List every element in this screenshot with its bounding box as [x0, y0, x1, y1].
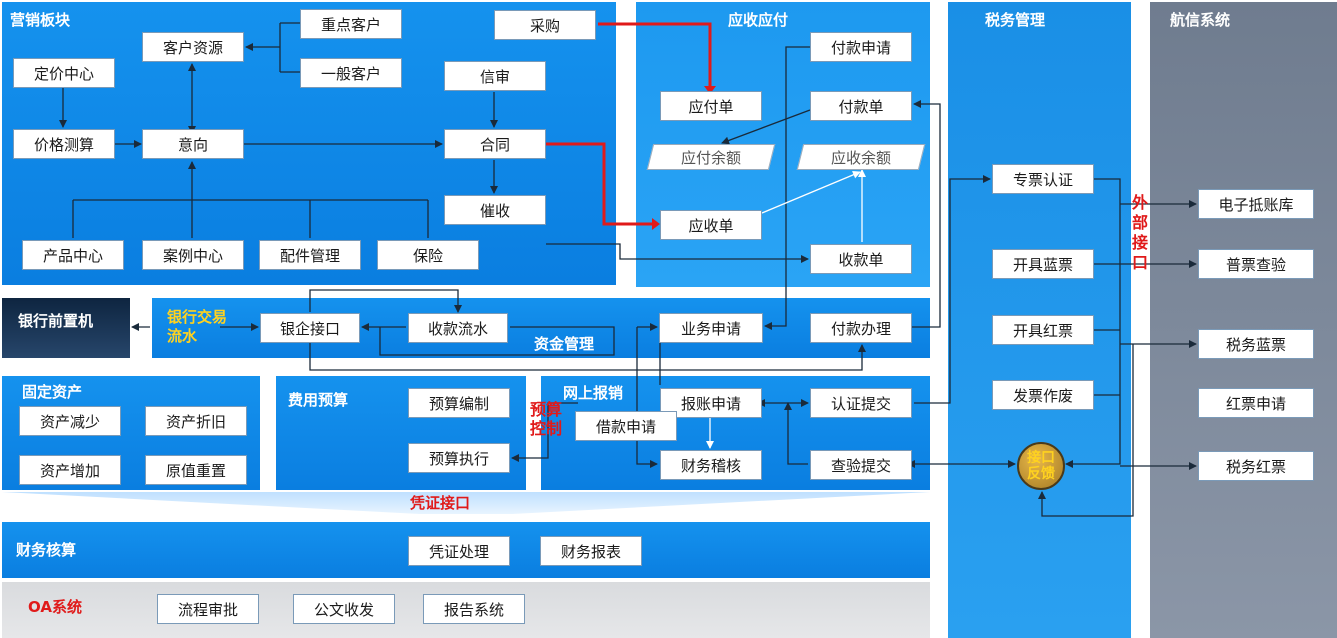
asset-revalue-box[interactable]: 原值重置 [145, 455, 247, 485]
payable-balance-label: 应付余额 [680, 148, 741, 167]
payment-request-box[interactable]: 付款申请 [810, 32, 912, 62]
verify-submit-box[interactable]: 查验提交 [810, 450, 912, 480]
customer-resource-box[interactable]: 客户资源 [142, 32, 244, 62]
e-deduct-box[interactable]: 电子抵账库 [1198, 189, 1314, 219]
collection-box[interactable]: 催收 [444, 195, 546, 225]
receivable-box[interactable]: 应收单 [660, 210, 762, 240]
hangxin-panel [1150, 2, 1337, 638]
contract-box[interactable]: 合同 [444, 129, 546, 159]
report-system-box[interactable]: 报告系统 [423, 594, 525, 624]
budget-compile-box[interactable]: 预算编制 [408, 388, 510, 418]
price-calc-box[interactable]: 价格测算 [13, 129, 115, 159]
external-interface-label: 外部接口 [1132, 193, 1149, 272]
issue-blue-box[interactable]: 开具蓝票 [992, 249, 1094, 279]
oa-title: OA系统 [28, 598, 82, 616]
payment-handle-box[interactable]: 付款办理 [810, 313, 912, 343]
loan-box[interactable]: 借款申请 [575, 411, 677, 441]
asset-increase-box[interactable]: 资产增加 [19, 455, 121, 485]
bank-interface-box[interactable]: 银企接口 [260, 313, 360, 343]
voucher-process-box[interactable]: 凭证处理 [408, 536, 510, 566]
business-request-box[interactable]: 业务申请 [659, 313, 763, 343]
key-customer-box[interactable]: 重点客户 [300, 9, 402, 39]
asset-depreciation-box[interactable]: 资产折旧 [145, 406, 247, 436]
auth-submit-box[interactable]: 认证提交 [810, 388, 912, 418]
issue-red-box[interactable]: 开具红票 [992, 315, 1094, 345]
budget-control-label: 预算控制 [530, 400, 563, 438]
receipt-flow-box[interactable]: 收款流水 [408, 313, 508, 343]
intention-box[interactable]: 意向 [142, 129, 244, 159]
hangxin-title: 航信系统 [1170, 11, 1231, 29]
credit-review-box[interactable]: 信审 [444, 61, 546, 91]
budget-title: 费用预算 [288, 391, 349, 409]
red-apply-box[interactable]: 红票申请 [1198, 388, 1314, 418]
audit-box[interactable]: 财务稽核 [660, 450, 762, 480]
tax-blue-box[interactable]: 税务蓝票 [1198, 329, 1314, 359]
receivable-balance-box[interactable]: 应收余额 [800, 144, 922, 170]
product-center-box[interactable]: 产品中心 [22, 240, 124, 270]
workflow-box[interactable]: 流程审批 [157, 594, 259, 624]
asset-decrease-box[interactable]: 资产减少 [19, 406, 121, 436]
bank-front-title: 银行前置机 [18, 312, 94, 330]
interface-feedback-label: 接口反馈 [1027, 450, 1055, 482]
reimb-title: 网上报销 [563, 384, 624, 402]
bank-flow-label: 银行交易流水 [167, 308, 228, 345]
fixed-assets-title: 固定资产 [22, 383, 83, 401]
insurance-box[interactable]: 保险 [377, 240, 479, 270]
tax-title: 税务管理 [985, 11, 1046, 29]
financial-report-box[interactable]: 财务报表 [540, 536, 642, 566]
receivable-balance-label: 应收余额 [830, 148, 891, 167]
payable-box[interactable]: 应付单 [660, 91, 762, 121]
fund-title: 资金管理 [534, 335, 595, 353]
ar-ap-title: 应收应付 [728, 11, 789, 29]
special-auth-box[interactable]: 专票认证 [992, 164, 1094, 194]
parts-mgmt-box[interactable]: 配件管理 [259, 240, 361, 270]
payable-balance-box[interactable]: 应付余额 [650, 144, 772, 170]
tax-red-box[interactable]: 税务红票 [1198, 451, 1314, 481]
voucher-interface-label: 凭证接口 [410, 494, 471, 512]
case-center-box[interactable]: 案例中心 [142, 240, 244, 270]
document-box[interactable]: 公文收发 [293, 594, 395, 624]
general-customer-box[interactable]: 一般客户 [300, 58, 402, 88]
payment-order-box[interactable]: 付款单 [810, 91, 912, 121]
accounting-title: 财务核算 [16, 541, 77, 559]
bank-front-panel [2, 298, 130, 358]
void-invoice-box[interactable]: 发票作废 [992, 380, 1094, 410]
purchase-box[interactable]: 采购 [494, 10, 596, 40]
marketing-title: 营销板块 [10, 11, 71, 29]
receipt-box[interactable]: 收款单 [810, 244, 912, 274]
pricing-center-box[interactable]: 定价中心 [13, 58, 115, 88]
interface-feedback-node[interactable]: 接口反馈 [1017, 442, 1065, 490]
budget-execute-box[interactable]: 预算执行 [408, 443, 510, 473]
normal-check-box[interactable]: 普票查验 [1198, 249, 1314, 279]
